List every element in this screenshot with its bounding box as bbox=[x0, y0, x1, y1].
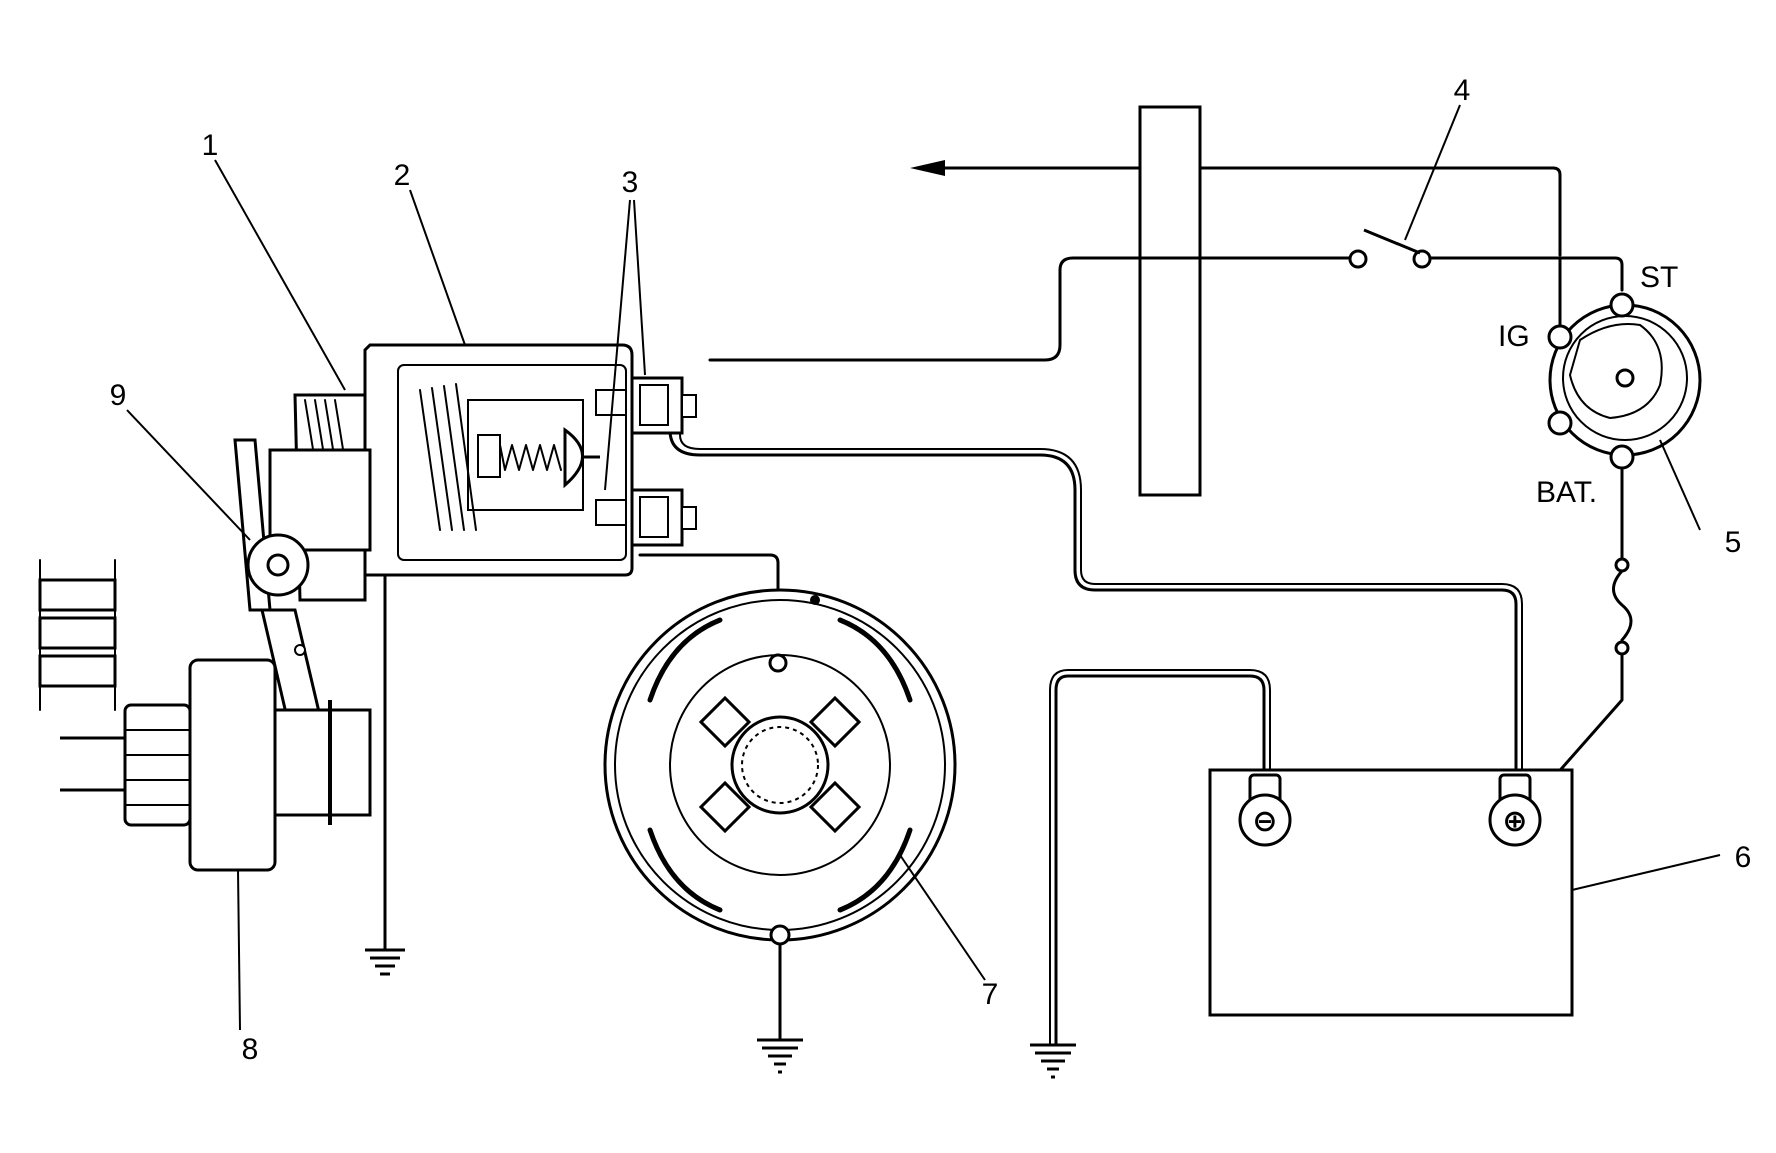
ignition-switch bbox=[1547, 256, 1702, 470]
field-coil bbox=[647, 827, 723, 913]
switch-contact bbox=[1348, 249, 1368, 269]
fuse-terminal bbox=[1614, 640, 1630, 656]
bat-label: BAT. bbox=[1536, 476, 1597, 509]
flywheel-ring-gear bbox=[38, 559, 117, 711]
coil-winding bbox=[419, 383, 477, 531]
callout-2: 2 bbox=[394, 159, 411, 192]
field-coil bbox=[837, 617, 913, 703]
solenoid-terminal-nut bbox=[630, 488, 697, 547]
pinion-gear bbox=[60, 703, 192, 827]
ig-label: IG bbox=[1498, 320, 1530, 353]
battery-cable bbox=[668, 428, 1518, 802]
ground-icon bbox=[757, 1038, 803, 1074]
motor-feed-wire bbox=[638, 553, 780, 662]
battery-cable-outline bbox=[679, 434, 1523, 801]
ground-icon bbox=[1030, 1043, 1076, 1079]
callout-6: 6 bbox=[1735, 841, 1752, 874]
fuse-icon bbox=[1612, 569, 1633, 642]
negative-terminal-sign: ⊖ bbox=[1252, 804, 1277, 839]
callout-3: 3 bbox=[622, 166, 639, 199]
fuse-terminal bbox=[1614, 557, 1630, 573]
ig-terminal bbox=[1547, 324, 1573, 350]
vertical-post bbox=[1138, 105, 1202, 497]
ignition-feed-wire bbox=[918, 166, 1562, 257]
battery-ground-outline bbox=[1049, 669, 1271, 1046]
bat-terminal bbox=[1609, 444, 1635, 470]
battery: ⊖ ⊕ bbox=[1208, 768, 1574, 1017]
start-signal-wire bbox=[708, 256, 1358, 362]
callout-7: 7 bbox=[982, 978, 999, 1011]
starter-motor bbox=[603, 588, 957, 946]
ground-icon bbox=[365, 948, 405, 976]
plunger-spring bbox=[499, 444, 562, 471]
st-label: ST bbox=[1640, 261, 1678, 294]
leader-lines bbox=[126, 104, 1721, 1031]
drive-lever-assembly bbox=[233, 393, 372, 798]
callout-5: 5 bbox=[1725, 526, 1742, 559]
callout-9: 9 bbox=[110, 379, 127, 412]
switch-contact bbox=[1412, 249, 1432, 269]
callout-1: 1 bbox=[202, 129, 219, 162]
battery-ground-wire bbox=[1054, 674, 1266, 1047]
acc-terminal bbox=[1547, 410, 1573, 436]
field-coil bbox=[647, 617, 723, 703]
positive-terminal-sign: ⊕ bbox=[1502, 804, 1527, 839]
switch-to-st-wire bbox=[1423, 256, 1624, 292]
solenoid-terminal-nut bbox=[630, 376, 697, 435]
solenoid bbox=[363, 343, 634, 577]
field-coil bbox=[837, 827, 913, 913]
st-terminal bbox=[1609, 292, 1635, 318]
callout-8: 8 bbox=[242, 1033, 259, 1066]
callout-4: 4 bbox=[1454, 74, 1471, 107]
overrunning-clutch bbox=[188, 658, 372, 872]
switch-blade bbox=[1363, 228, 1421, 255]
